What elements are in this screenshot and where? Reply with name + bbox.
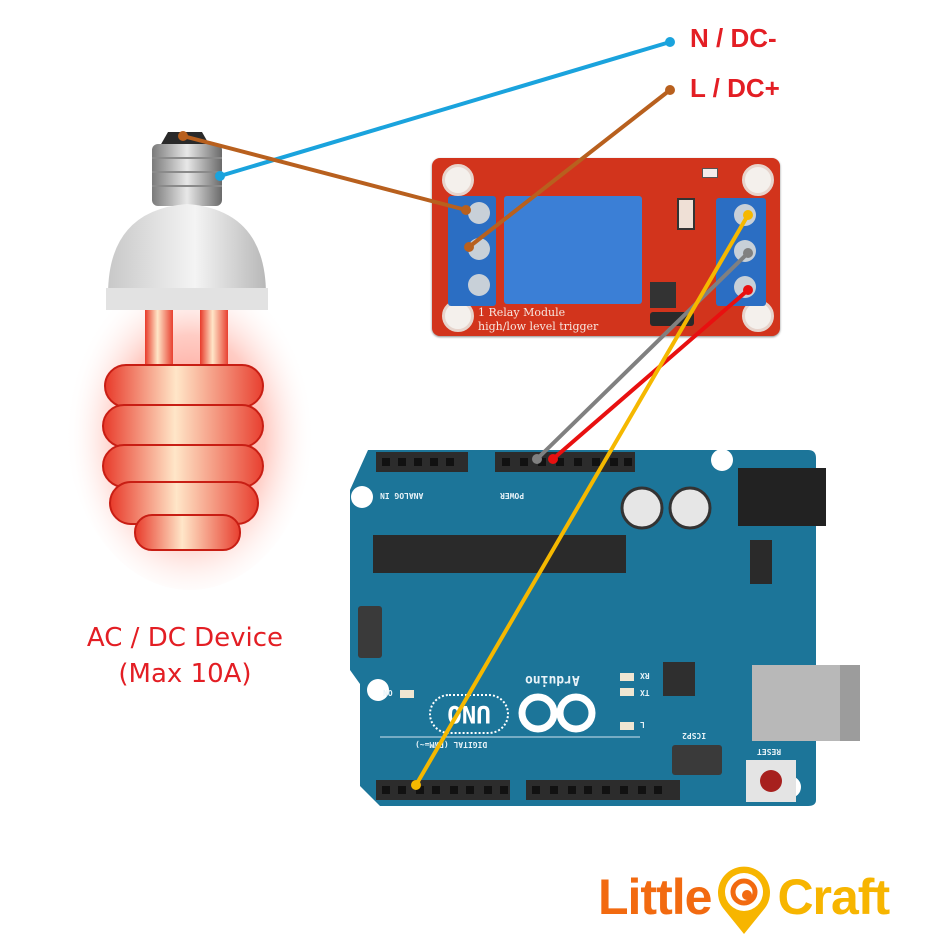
wire-gnd [535, 251, 750, 461]
terminal-screw-no [468, 202, 490, 224]
wire-line-in [467, 88, 672, 249]
mount-hole [742, 164, 774, 196]
wire-neutral [218, 40, 672, 178]
wire-line-lamp [181, 134, 468, 212]
wire-signal [414, 213, 750, 787]
logo-pin-icon [718, 866, 771, 934]
relay-body [504, 196, 642, 304]
terminal-screw-nc [468, 274, 490, 296]
wire-5v [551, 288, 750, 461]
relay-module-title: 1 Relay Module [478, 306, 566, 319]
cfl-lamp-icon [65, 132, 315, 590]
logo-little: Little [598, 869, 712, 925]
device-label-line1: AC / DC Device [86, 623, 284, 653]
neutral-label: N / DC- [690, 23, 777, 53]
uno-text: UNO [447, 700, 490, 728]
pwr-led [702, 168, 718, 178]
device-label: AC / DC Device (Max 10A) [55, 620, 315, 692]
relay-module: 1 Relay Module high/low level trigger [432, 158, 780, 336]
optocoupler [650, 282, 676, 308]
relay-module-subtitle: high/low level trigger [478, 320, 599, 333]
logo-craft: Craft [777, 869, 890, 925]
smd-part [677, 198, 695, 230]
littlecraft-logo: Little Craft [598, 862, 890, 934]
line-label: L / DC+ [690, 73, 780, 103]
device-label-line2: (Max 10A) [118, 659, 252, 689]
arduino-uno-board: UNO [350, 449, 860, 806]
mount-hole [442, 164, 474, 196]
